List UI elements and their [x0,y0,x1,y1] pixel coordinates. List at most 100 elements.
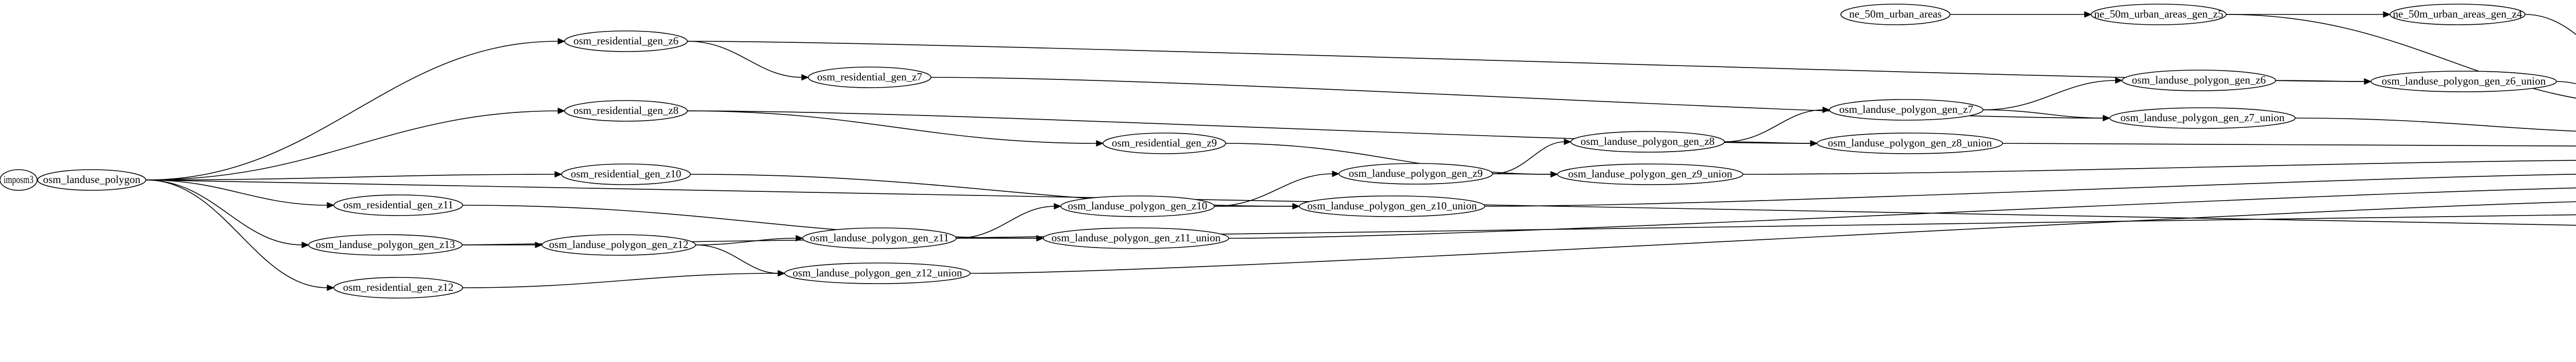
graph-node[interactable]: ne_50m_urban_areas_gen_z5 [2091,4,2227,25]
node-label: osm_landuse_polygon_gen_z6 [2132,74,2266,86]
graph-node[interactable]: osm_residential_gen_z12 [333,277,463,299]
edge-arrowhead [2383,11,2391,18]
graph-node[interactable]: osm_landuse_polygon_gen_z6 [2122,70,2276,91]
graph-edge [1950,11,2092,18]
graph-edge [1492,138,1572,174]
graph-node[interactable]: osm_landuse_polygon_gen_z8_union [1817,133,2003,154]
graph-node[interactable]: osm_landuse_polygon_gen_z13 [308,234,463,256]
graph-edge [2226,11,2391,18]
node-ellipse[interactable] [2389,4,2526,25]
edge-line [145,110,559,180]
node-ellipse[interactable] [1817,133,2003,154]
graph-edge [145,38,566,180]
node-ellipse[interactable] [541,234,696,256]
edge-line [1492,141,1565,174]
node-ellipse[interactable] [1103,133,1226,154]
node-label: osm_landuse_polygon_gen_z11_union [1052,232,1221,244]
graph-edge [970,201,2576,274]
node-ellipse[interactable] [1043,227,1229,249]
graph-node[interactable]: osm_landuse_polygon_gen_z11_union [1043,227,1229,249]
graph-edge [1225,143,1558,178]
graph-node[interactable]: osm_residential_gen_z9 [1103,133,1226,154]
graph-edge [1982,109,2111,122]
edge-arrowhead [535,241,543,249]
node-ellipse[interactable] [1570,131,1725,153]
graph-node[interactable]: ne_50m_urban_areas_gen_z4 [2389,4,2526,25]
node-ellipse[interactable] [308,234,463,256]
node-ellipse[interactable] [808,67,931,88]
edge-arrowhead [1550,171,1558,178]
node-ellipse[interactable] [561,163,691,185]
edge-arrowhead [554,171,563,178]
node-label: ne_50m_urban_areas_gen_z5 [2094,8,2224,20]
node-ellipse[interactable] [333,194,463,216]
edge-line [145,179,303,245]
edge-line [1724,109,1824,142]
graph-node[interactable]: osm_landuse_polygon_gen_z8 [1570,131,1725,153]
graph-node[interactable]: osm_landuse_polygon_gen_z12 [541,234,696,256]
edge-line [1484,173,2576,207]
edge-line [1228,187,2576,239]
graph-node[interactable]: ne_50m_urban_areas [1840,4,1951,25]
node-ellipse[interactable] [1338,163,1493,185]
graph-node[interactable]: osm_landuse_polygon_gen_z7 [1829,99,1984,121]
edge-arrowhead [795,235,804,242]
node-ellipse[interactable] [2370,71,2557,92]
graph-edge [687,110,1104,147]
node-label: osm_landuse_polygon_gen_z7_union [2121,111,2285,124]
node-ellipse[interactable] [2091,4,2227,25]
graph-node[interactable]: osm_landuse_polygon_gen_z10 [1060,195,1215,217]
edge-line [695,238,797,245]
edge-arrowhead [1096,140,1104,147]
node-ellipse[interactable] [564,30,688,52]
graph-edge [956,203,1062,239]
graph-node[interactable]: osm_residential_gen_z8 [564,100,688,122]
node-ellipse[interactable] [2109,107,2296,129]
graph-node[interactable]: osm_residential_gen_z10 [561,163,691,185]
graph-node[interactable]: osm_landuse_polygon_gen_z7_union [2109,107,2296,129]
node-label: osm_landuse_polygon_gen_z13 [316,238,455,251]
node-ellipse[interactable] [1299,195,1485,217]
edge-line [462,213,2576,245]
graph-node[interactable]: osm_residential_gen_z11 [333,194,463,216]
graph-node[interactable]: osm_landuse_polygon_gen_z6_union [2370,71,2557,92]
node-ellipse[interactable] [2122,70,2276,91]
graph-edge [145,107,566,180]
edge-arrowhead [1822,106,1831,113]
node-ellipse[interactable] [1060,195,1215,217]
node-ellipse[interactable] [564,100,688,122]
graph-node[interactable]: osm_landuse_polygon_gen_z11 [802,227,957,249]
edge-line [145,41,559,180]
edge-arrowhead [557,107,566,114]
node-ellipse[interactable] [1829,99,1984,121]
graph-node[interactable]: osm_landuse_polygon_gen_z9 [1338,163,1493,185]
graph-edge [1724,106,1831,142]
node-ellipse[interactable] [784,262,971,284]
graph-edge [1228,187,2576,239]
node-label: osm_residential_gen_z6 [573,35,679,47]
edge-line [145,174,556,180]
node-ellipse[interactable] [333,277,463,299]
graph-node[interactable]: osm_landuse_polygon_gen_z9_union [1557,163,1743,185]
node-ellipse[interactable] [37,169,146,191]
graph-node[interactable]: osm_landuse_polygon_gen_z10_union [1299,195,1485,217]
edge-line [970,201,2576,274]
graph-edge [145,179,335,291]
edge-line [695,244,779,274]
node-ellipse[interactable] [802,227,957,249]
graph-node[interactable]: imposm3 [0,169,38,191]
edge-line [462,273,779,288]
edge-arrowhead [327,202,335,209]
graph-node[interactable]: osm_landuse_polygon [37,169,146,191]
graph-edge [2295,118,2576,132]
node-ellipse[interactable] [1840,4,1951,25]
graph-node[interactable]: osm_residential_gen_z6 [564,30,688,52]
graph-node[interactable]: osm_residential_gen_z7 [808,67,931,88]
node-ellipse[interactable] [0,169,38,191]
node-ellipse[interactable] [1557,163,1743,185]
graph-edge [687,41,809,81]
graph-node[interactable]: osm_landuse_polygon_gen_z12_union [784,262,971,284]
